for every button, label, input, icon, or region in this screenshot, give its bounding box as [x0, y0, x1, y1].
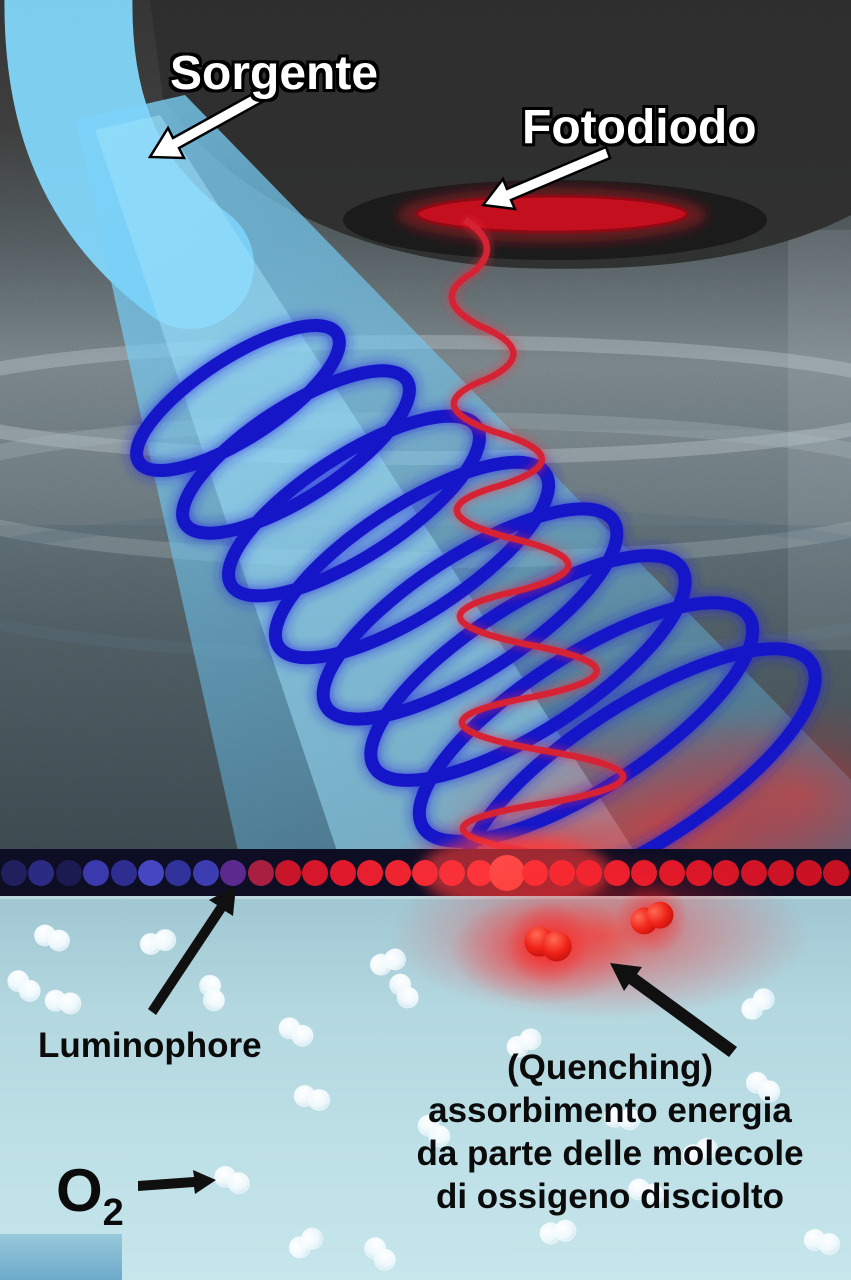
luminophore-dot — [768, 860, 794, 886]
luminophore-dot — [385, 860, 411, 886]
oxygen-molecule — [627, 1178, 665, 1206]
oxygen-label: O2 — [56, 1156, 124, 1235]
oxygen-subscript: 2 — [102, 1192, 124, 1234]
luminophore-dot — [357, 860, 383, 886]
source-label: Sorgente — [170, 47, 379, 100]
oxygen-symbol: O — [56, 1157, 103, 1224]
luminophore-dot — [823, 860, 849, 886]
oxygen-molecule — [417, 1114, 451, 1148]
quenching-arrow — [610, 963, 737, 1057]
excitation-beam-core — [95, 115, 640, 860]
oxygen-molecule — [364, 1237, 396, 1271]
luminophore-dot — [220, 860, 246, 886]
oxygen-molecule — [139, 929, 177, 955]
oxygen-molecule — [803, 1229, 841, 1255]
oxygen-molecule — [603, 1105, 641, 1131]
luminophore-dot — [275, 860, 301, 886]
photodiode-label: Fotodiodo — [522, 101, 757, 154]
quenching-label: (Quenching) assorbimento energia da part… — [376, 1046, 844, 1218]
quenching-line: assorbimento energia — [428, 1091, 792, 1130]
oxygen-molecule — [44, 989, 82, 1015]
oxygen-molecule — [293, 1085, 331, 1111]
oxygen-molecule — [288, 1227, 324, 1259]
luminophore-arrow — [148, 886, 236, 1015]
excited-oxygen-molecule — [506, 902, 590, 986]
luminophore-dot — [28, 860, 54, 886]
luminophore-dot — [248, 860, 274, 886]
oxygen-molecule — [539, 1219, 577, 1245]
oxygen-molecule — [214, 1165, 250, 1195]
luminophore-dot — [330, 860, 356, 886]
oxygen-molecule — [389, 973, 419, 1009]
luminophore-dot — [56, 860, 82, 886]
excited-oxygen-molecule — [616, 882, 688, 954]
oxygen-molecule — [682, 1137, 718, 1167]
quenching-line: da parte delle molecole — [416, 1134, 804, 1173]
luminophore-label: Luminophore — [38, 1026, 262, 1065]
luminophore-dot — [1, 860, 27, 886]
luminophore-dot — [165, 860, 191, 886]
oxygen-molecule — [278, 1017, 314, 1047]
oxygen-molecules — [7, 924, 841, 1271]
luminophore-dot — [138, 860, 164, 886]
water-corner-shade — [0, 1234, 122, 1280]
oxygen-molecule — [369, 948, 407, 976]
source-arrow — [147, 85, 273, 160]
oxygen-arrow — [138, 1170, 216, 1194]
oxygen-molecule — [741, 988, 775, 1020]
oxygen-molecule — [745, 1071, 781, 1103]
oxygen-molecule — [506, 1028, 542, 1058]
luminophore-dot — [193, 860, 219, 886]
oxygen-molecule — [33, 924, 71, 952]
red-glow-in-water — [390, 850, 810, 1020]
luminophore-dot — [111, 860, 137, 886]
oxygen-molecule — [7, 970, 41, 1002]
luminophore-dot — [796, 860, 822, 886]
quenching-line: di ossigeno disciolto — [435, 1177, 785, 1216]
photodiode-window — [415, 194, 689, 234]
emission-wave — [448, 217, 627, 860]
luminophore-dot — [412, 860, 438, 886]
luminophore-dot — [83, 860, 109, 886]
quenching-line: (Quenching) — [506, 1048, 714, 1087]
oxygen-molecule — [199, 974, 225, 1012]
photodiode-arrow — [480, 145, 612, 211]
luminophore-dot — [302, 860, 328, 886]
